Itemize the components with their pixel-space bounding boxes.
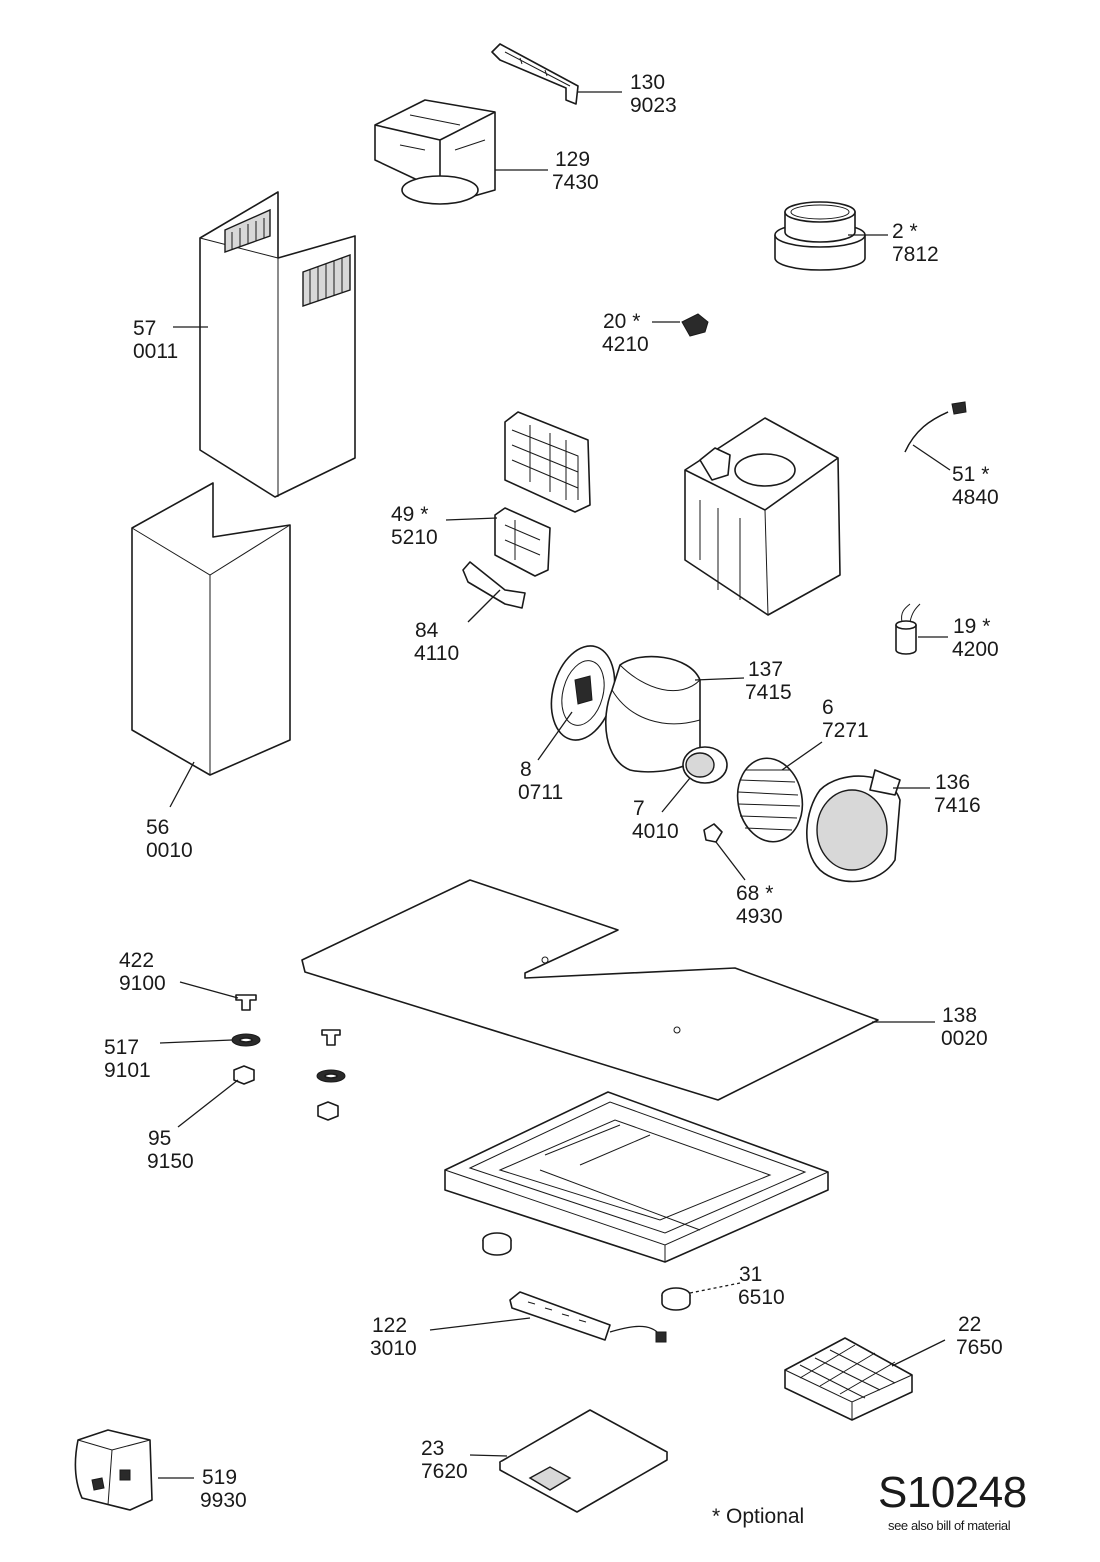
part-84-switch-cover	[462, 561, 526, 609]
part-136-scroll-housing	[806, 769, 901, 883]
part-57-upper-chimney	[199, 191, 356, 498]
part-8-motor-plate	[550, 645, 616, 741]
part-22-charcoal-filter	[784, 1337, 913, 1421]
part-label-code: 0011	[133, 340, 178, 363]
part-label-pos: 84	[415, 619, 439, 642]
part-label-code: 9101	[104, 1059, 151, 1082]
part-label-pos: 57	[133, 317, 156, 340]
part-51-cable	[904, 401, 967, 453]
part-label-pos: 422	[119, 949, 154, 972]
leader-lines	[158, 91, 951, 1479]
part-label-code: 7620	[421, 1460, 468, 1483]
part-label-pos: 7	[633, 797, 645, 820]
part-label-code: 3010	[370, 1337, 417, 1360]
part-label-pos: 6	[822, 696, 834, 719]
part-label-pos: 519	[202, 1466, 237, 1489]
part-label-code: 0020	[941, 1027, 988, 1050]
part-label-pos: 51 *	[952, 463, 989, 486]
part-label-pos: 23	[421, 1437, 444, 1460]
part-label-pos: 136	[935, 771, 970, 794]
part-label-pos: 19 *	[953, 615, 990, 638]
optional-note: * Optional	[712, 1505, 805, 1528]
part-7-motor	[682, 746, 728, 784]
part-label-code: 9150	[147, 1150, 194, 1173]
part-label-code: 7650	[956, 1336, 1003, 1359]
part-label-code: 4210	[602, 333, 649, 356]
part-label-code: 4010	[632, 820, 679, 843]
part-label-code: 4200	[952, 638, 999, 661]
part-23-grease-filter	[499, 1409, 668, 1513]
part-label-code: 7415	[745, 681, 792, 704]
fasteners	[231, 994, 346, 1121]
part-label-pos: 56	[146, 816, 169, 839]
motor-housing	[684, 417, 841, 616]
part-56-lower-chimney	[131, 482, 291, 776]
part-label-code: 0010	[146, 839, 193, 862]
lower-frame	[444, 1091, 829, 1263]
part-label-code: 5210	[391, 526, 438, 549]
part-label-pos: 129	[555, 148, 590, 171]
part-label-code: 4110	[414, 642, 459, 665]
part-label-pos: 138	[942, 1004, 977, 1027]
part-label-pos: 137	[748, 658, 783, 681]
part-519-accessory-bag	[74, 1429, 153, 1511]
part-label-pos: 31	[739, 1263, 762, 1286]
part-label-code: 6510	[738, 1286, 785, 1309]
part-label-code: 9930	[200, 1489, 247, 1512]
part-label-code: 7812	[892, 243, 939, 266]
part-68-terminal	[703, 823, 723, 843]
part-31-knob	[482, 1232, 691, 1311]
part-label-code: 4840	[952, 486, 999, 509]
part-labels: 130 9023 129 7430 2 * 7812 57 0011 20 * …	[104, 71, 1003, 1512]
part-138-top-plate	[301, 879, 879, 1101]
part-label-code: 9100	[119, 972, 166, 995]
part-129-air-outlet-box	[374, 99, 496, 205]
part-label-code: 7430	[552, 171, 599, 194]
part-label-pos: 20 *	[603, 310, 640, 333]
part-label-code: 0711	[518, 781, 563, 804]
part-label-pos: 122	[372, 1314, 407, 1337]
part-137-scroll-housing	[605, 655, 701, 773]
part-label-code: 7416	[934, 794, 981, 817]
part-label-pos: 49 *	[391, 503, 428, 526]
part-19-capacitor	[895, 603, 921, 655]
part-20-connector	[681, 313, 709, 337]
drawing-code: S10248	[878, 1468, 1027, 1517]
part-130-bracket	[491, 43, 579, 105]
part-49-control-board	[494, 411, 591, 577]
part-label-code: 4930	[736, 905, 783, 928]
part-label-code: 9023	[630, 94, 677, 117]
part-122-light-strip	[509, 1291, 667, 1343]
part-label-pos: 95	[148, 1127, 171, 1150]
part-label-pos: 2 *	[892, 220, 918, 243]
see-also-note: see also bill of material	[888, 1518, 1011, 1533]
part-2-flange-ring	[774, 201, 866, 271]
part-label-code: 7271	[822, 719, 869, 742]
part-label-pos: 8	[520, 758, 532, 781]
part-label-pos: 22	[958, 1313, 981, 1336]
part-label-pos: 130	[630, 71, 665, 94]
part-label-pos: 517	[104, 1036, 139, 1059]
part-label-pos: 68 *	[736, 882, 773, 905]
part-6-impeller	[736, 757, 804, 843]
